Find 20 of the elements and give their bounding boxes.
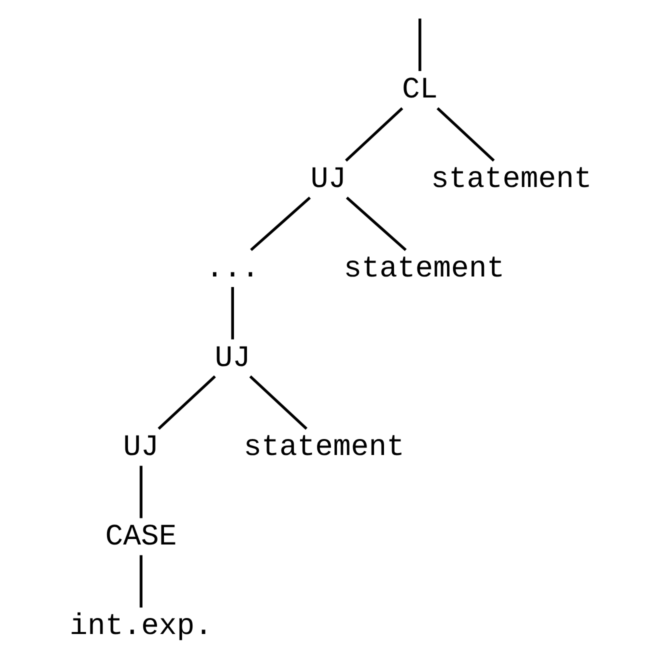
node-text: statement (430, 162, 592, 196)
connector (140, 466, 142, 518)
node-text: UJ (214, 340, 250, 375)
node-text: UJ (310, 162, 346, 196)
connector (346, 196, 407, 252)
node-text: statement (244, 430, 405, 464)
connector (249, 375, 308, 430)
node-text: CL (402, 72, 438, 107)
connector (418, 18, 422, 72)
node-text: int.exp. (70, 608, 213, 643)
connector (158, 375, 216, 430)
connector (140, 555, 142, 608)
connector (345, 107, 404, 162)
connector (231, 287, 234, 340)
node-text: UJ (123, 430, 159, 464)
node-text: statement (344, 251, 505, 286)
connector (250, 196, 311, 252)
node-text: CASE (105, 520, 177, 554)
node-text: ... (206, 251, 260, 286)
connector (436, 107, 495, 162)
